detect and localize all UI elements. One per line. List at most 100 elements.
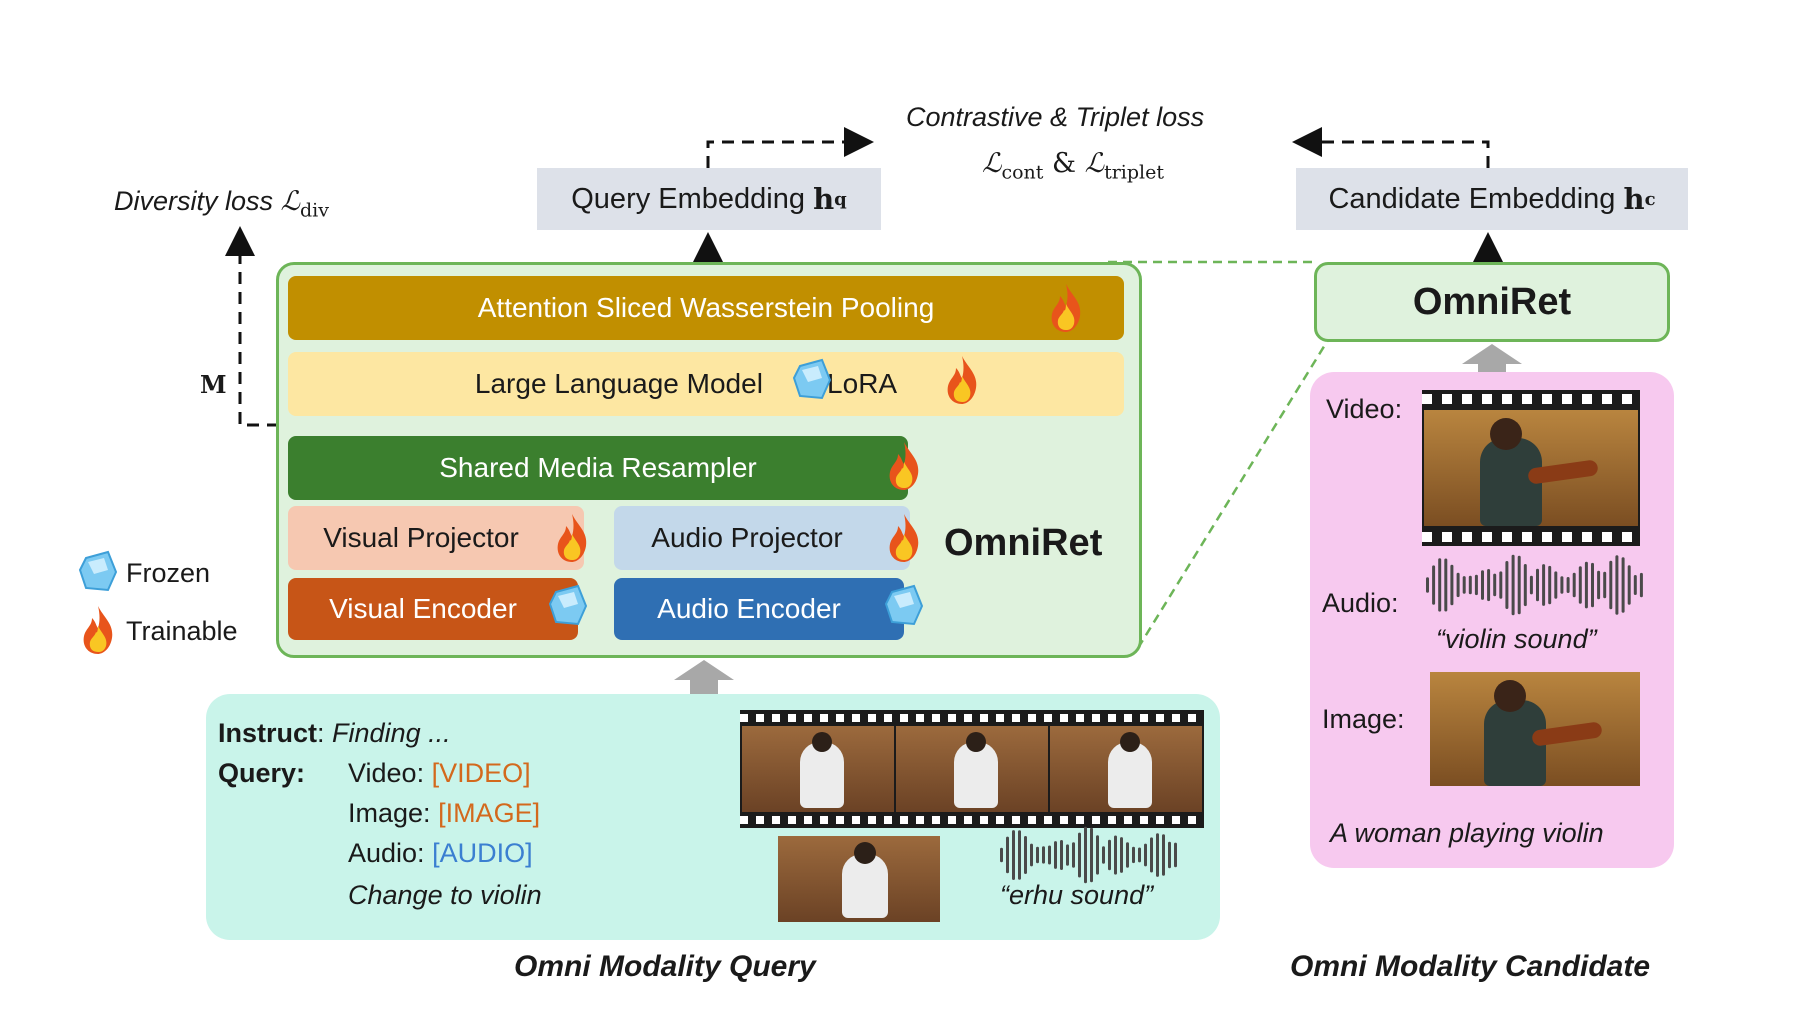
waveform-bar — [1006, 836, 1009, 874]
resampler-flame-icon — [889, 442, 919, 490]
query-audio-line: Audio: [AUDIO] — [348, 838, 533, 869]
candidate-embedding-symbol: h — [1623, 182, 1645, 216]
video-frame-3 — [1050, 726, 1202, 812]
query-video-label: Video: — [348, 758, 425, 788]
waveform-bar — [1120, 837, 1123, 873]
waveform-bar — [1030, 843, 1033, 867]
waveform-bar — [1627, 565, 1631, 605]
waveform-bar — [1138, 847, 1141, 863]
waveform-bar — [1456, 572, 1460, 598]
waveform-bar — [1566, 577, 1570, 593]
query-input-arrow — [674, 660, 734, 696]
legend-ice-icon — [78, 550, 118, 592]
query-video-filmstrip — [740, 710, 1204, 828]
llm-label: Large Language Model — [474, 368, 763, 399]
candidate-caption: A woman playing violin — [1330, 818, 1604, 848]
query-embedding-sub: q — [834, 188, 847, 210]
loss-formula: ℒcont & ℒtriplet — [982, 148, 1164, 183]
waveform-bar — [1639, 572, 1643, 598]
waveform-bar — [1560, 576, 1564, 594]
loss-amp: & — [1052, 148, 1077, 179]
instruct-label: Instruct — [218, 718, 318, 748]
waveform-bar — [1609, 560, 1613, 610]
waveform-bar — [1603, 571, 1607, 599]
waveform-bar — [1584, 561, 1588, 609]
waveform-bar — [1462, 576, 1466, 594]
waveform-bar — [1591, 562, 1594, 608]
video-frame-2 — [896, 726, 1048, 812]
waveform-bar — [1162, 834, 1165, 876]
waveform-bar — [1084, 826, 1087, 884]
candidate-embedding-label: Candidate Embedding — [1328, 182, 1616, 215]
visual-encoder-ice-icon — [548, 584, 588, 626]
waveform-bar — [1066, 844, 1069, 866]
waveform-bar — [1108, 839, 1111, 871]
waveform-bar — [1517, 555, 1521, 615]
audio-projector-label: Audio Projector — [651, 522, 843, 553]
query-image-thumbnail — [778, 836, 940, 922]
waveform-bar — [1132, 846, 1135, 864]
instruct-colon: : — [317, 718, 325, 748]
candidate-audio-label: Audio: — [1322, 588, 1399, 618]
pooling-layer: Attention Sliced Wasserstein Pooling — [288, 276, 1124, 340]
cont-subscript: cont — [1001, 161, 1044, 184]
audio-encoder: Audio Encoder — [614, 578, 904, 640]
query-section-title: Omni Modality Query — [514, 950, 816, 983]
query-image-label: Image: — [348, 798, 431, 828]
waveform-bar — [1523, 564, 1527, 607]
div-subscript: div — [300, 199, 329, 222]
waveform-bar — [1548, 565, 1552, 605]
waveform-bar — [1438, 558, 1442, 612]
candidate-video-label: Video: — [1326, 394, 1403, 424]
visual-encoder: Visual Encoder — [288, 578, 578, 640]
div-symbol: ℒ — [280, 186, 300, 217]
waveform-bar — [1487, 569, 1491, 602]
lora-flame-icon — [947, 356, 977, 404]
waveform-bar — [1144, 843, 1147, 867]
candidate-omniret-box: OmniRet — [1314, 262, 1670, 342]
waveform-bar — [1572, 572, 1576, 598]
candidate-image-label: Image: — [1322, 704, 1405, 734]
waveform-bar — [1036, 846, 1039, 864]
trainable-flame-icon — [1051, 284, 1081, 332]
zoom-line-bottom — [1136, 339, 1330, 649]
waveform-bar — [1168, 841, 1171, 869]
waveform-bar — [1024, 836, 1027, 874]
waveform-bar — [1493, 573, 1497, 597]
diversity-loss-text: Diversity loss — [114, 186, 274, 216]
waveform-bar — [1529, 575, 1533, 595]
waveform-bar — [1048, 845, 1051, 865]
legend-frozen-label: Frozen — [126, 558, 211, 588]
instruct-line: Instruct: Finding ... — [218, 718, 451, 749]
waveform-bar — [1150, 837, 1153, 873]
waveform-bar — [1126, 842, 1129, 868]
waveform-bar — [1072, 842, 1075, 868]
waveform-bar — [1511, 554, 1515, 616]
waveform-bar — [1426, 577, 1429, 593]
legend-trainable-label: Trainable — [126, 616, 238, 646]
violin-waveform-icon — [1426, 554, 1643, 616]
image-token: [IMAGE] — [438, 798, 541, 828]
audio-token: [AUDIO] — [432, 838, 533, 868]
visual-projector-flame-icon — [557, 514, 587, 562]
candidate-film-holes-top — [1422, 394, 1640, 404]
waveform-bar — [1474, 574, 1478, 596]
waveform-bar — [1156, 833, 1159, 877]
resampler-label: Shared Media Resampler — [439, 452, 757, 483]
waveform-bar — [1018, 830, 1021, 880]
waveform-bar — [1090, 827, 1093, 883]
candidate-image-thumbnail — [1430, 672, 1640, 786]
query-audio-label: Audio: — [348, 838, 425, 868]
waveform-bar — [1450, 564, 1454, 606]
waveform-bar — [1060, 840, 1063, 870]
resampler-layer: Shared Media Resampler — [288, 436, 908, 500]
audio-projector: Audio Projector — [614, 506, 910, 570]
film-holes-top — [740, 714, 1204, 722]
instruct-text: Finding ... — [332, 718, 451, 748]
contrastive-loss-title: Contrastive & Triplet loss — [906, 102, 1205, 132]
waveform-bar — [1499, 571, 1503, 599]
waveform-bar — [1114, 835, 1117, 875]
query-video-line: Video: [VIDEO] — [348, 758, 531, 789]
